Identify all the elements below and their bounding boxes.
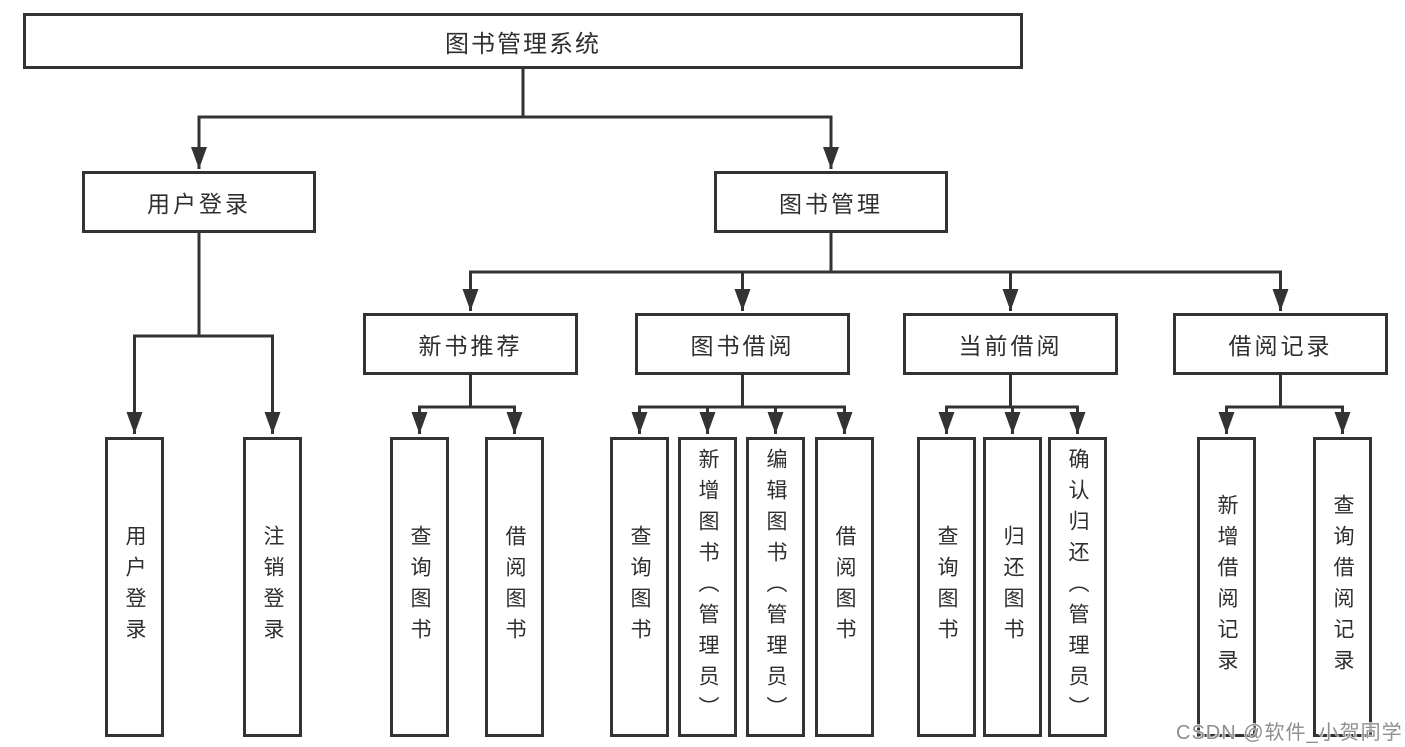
node-user-login: 用户登录 (82, 171, 316, 233)
leaf-current-query-books: 查询图书 (917, 437, 976, 737)
leaf-records-add-record: 新增借阅记录 (1197, 437, 1256, 737)
node-current-borrow: 当前借阅 (903, 313, 1118, 375)
leaf-borrow-borrow-books: 借阅图书 (815, 437, 874, 737)
leaf-newrec-query-books: 查询图书 (390, 437, 449, 737)
leaf-borrow-add-books-admin: 新增图书（管理员） (678, 437, 737, 737)
node-book-borrow: 图书借阅 (635, 313, 850, 375)
leaf-newrec-borrow-books: 借阅图书 (485, 437, 544, 737)
watermark: CSDN @软件_小贺同学 (1176, 722, 1403, 744)
node-borrow-records: 借阅记录 (1173, 313, 1388, 375)
node-library-management-system: 图书管理系统 (23, 13, 1023, 69)
leaf-logout: 注销登录 (243, 437, 302, 737)
leaf-borrow-edit-books-admin: 编辑图书（管理员） (746, 437, 805, 737)
leaf-borrow-query-books: 查询图书 (610, 437, 669, 737)
leaf-current-confirm-return-admin: 确认归还（管理员） (1048, 437, 1107, 737)
leaf-user-login: 用户登录 (105, 437, 164, 737)
node-new-book-recommend: 新书推荐 (363, 313, 578, 375)
node-book-management: 图书管理 (714, 171, 948, 233)
leaf-records-query-record: 查询借阅记录 (1313, 437, 1372, 737)
leaf-current-return-books: 归还图书 (983, 437, 1042, 737)
